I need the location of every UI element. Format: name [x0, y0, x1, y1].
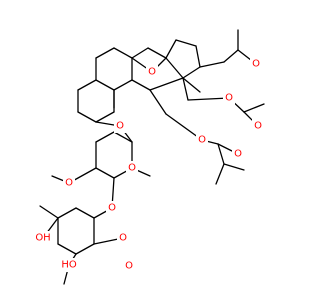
bond-1 [195, 45, 201, 68]
atom-o-methoxy-2: HO [61, 258, 77, 272]
bond-54 [75, 243, 95, 255]
bond-15 [77, 79, 97, 91]
bond-57 [57, 207, 77, 219]
atom-o-glycosidic-1: O [114, 119, 126, 133]
bond-17 [77, 111, 97, 123]
atom-o-acetyl-carbonyl: O [250, 57, 262, 71]
bond-6 [131, 47, 149, 59]
svg-text:O: O [108, 203, 116, 214]
bond-32 [243, 103, 265, 113]
bond-9 [149, 77, 184, 91]
atom-o-ring-sugar-2: O [117, 231, 129, 245]
atom-o-methoxy-1: O [63, 176, 75, 190]
atom-ho-hydroxyl-2: OH [33, 231, 53, 245]
molecule-structure-diagram: O O O O O O O O [33, 29, 265, 285]
svg-text:O: O [252, 59, 260, 70]
atom-o-ester-acetate: O [223, 91, 235, 105]
bond-29 [187, 97, 230, 101]
bond-20 [182, 77, 201, 93]
bond-37 [217, 143, 225, 165]
svg-text:HO: HO [61, 260, 77, 271]
bond-14 [113, 79, 133, 91]
bond-44 [95, 167, 115, 179]
bond-46 [95, 131, 115, 143]
atom-labels: O O O O O O O O [33, 57, 264, 273]
svg-text:O: O [234, 149, 242, 160]
svg-text:O: O [254, 121, 262, 132]
svg-text:O: O [119, 233, 127, 244]
bond-18 [95, 111, 115, 123]
bond-2 [182, 66, 201, 79]
bond-39 [215, 163, 225, 185]
bond-25 [223, 49, 239, 63]
atom-o-isobutyrate-carbonyl: O [232, 147, 244, 161]
bond-38 [223, 163, 245, 171]
atom-o-glycosidic-2: O [106, 201, 118, 215]
svg-text:O: O [198, 135, 206, 146]
bond-10 [113, 47, 133, 59]
bond-8 [131, 79, 151, 91]
bond-4 [165, 39, 177, 59]
bond-11 [95, 47, 115, 59]
atom-o-epoxy: O [146, 65, 158, 79]
bond-33 [149, 89, 167, 115]
bond-63 [39, 205, 59, 219]
svg-text:O: O [128, 163, 136, 174]
svg-text:O: O [65, 178, 73, 189]
bond-55 [57, 243, 77, 255]
svg-text:O: O [148, 67, 156, 78]
atom-o-acetate-carbonyl: O [252, 119, 264, 133]
bond-3 [165, 57, 184, 79]
bond-13 [95, 79, 115, 91]
bond-58 [75, 207, 95, 219]
bond-0 [175, 39, 197, 47]
atom-oh-hydroxyl-1: O [119, 259, 139, 273]
atom-o-ring-sugar-1: O [126, 161, 138, 175]
svg-text:O: O [225, 93, 233, 104]
svg-text:O: O [116, 121, 124, 132]
bond-24 [199, 61, 225, 68]
bond-5 [147, 47, 167, 59]
svg-text:O: O [125, 261, 133, 272]
bond-47 [113, 131, 133, 143]
atom-o-ester-isobutyrate: O [196, 133, 208, 147]
bond-28 [182, 77, 189, 101]
svg-text:OH: OH [35, 233, 50, 244]
